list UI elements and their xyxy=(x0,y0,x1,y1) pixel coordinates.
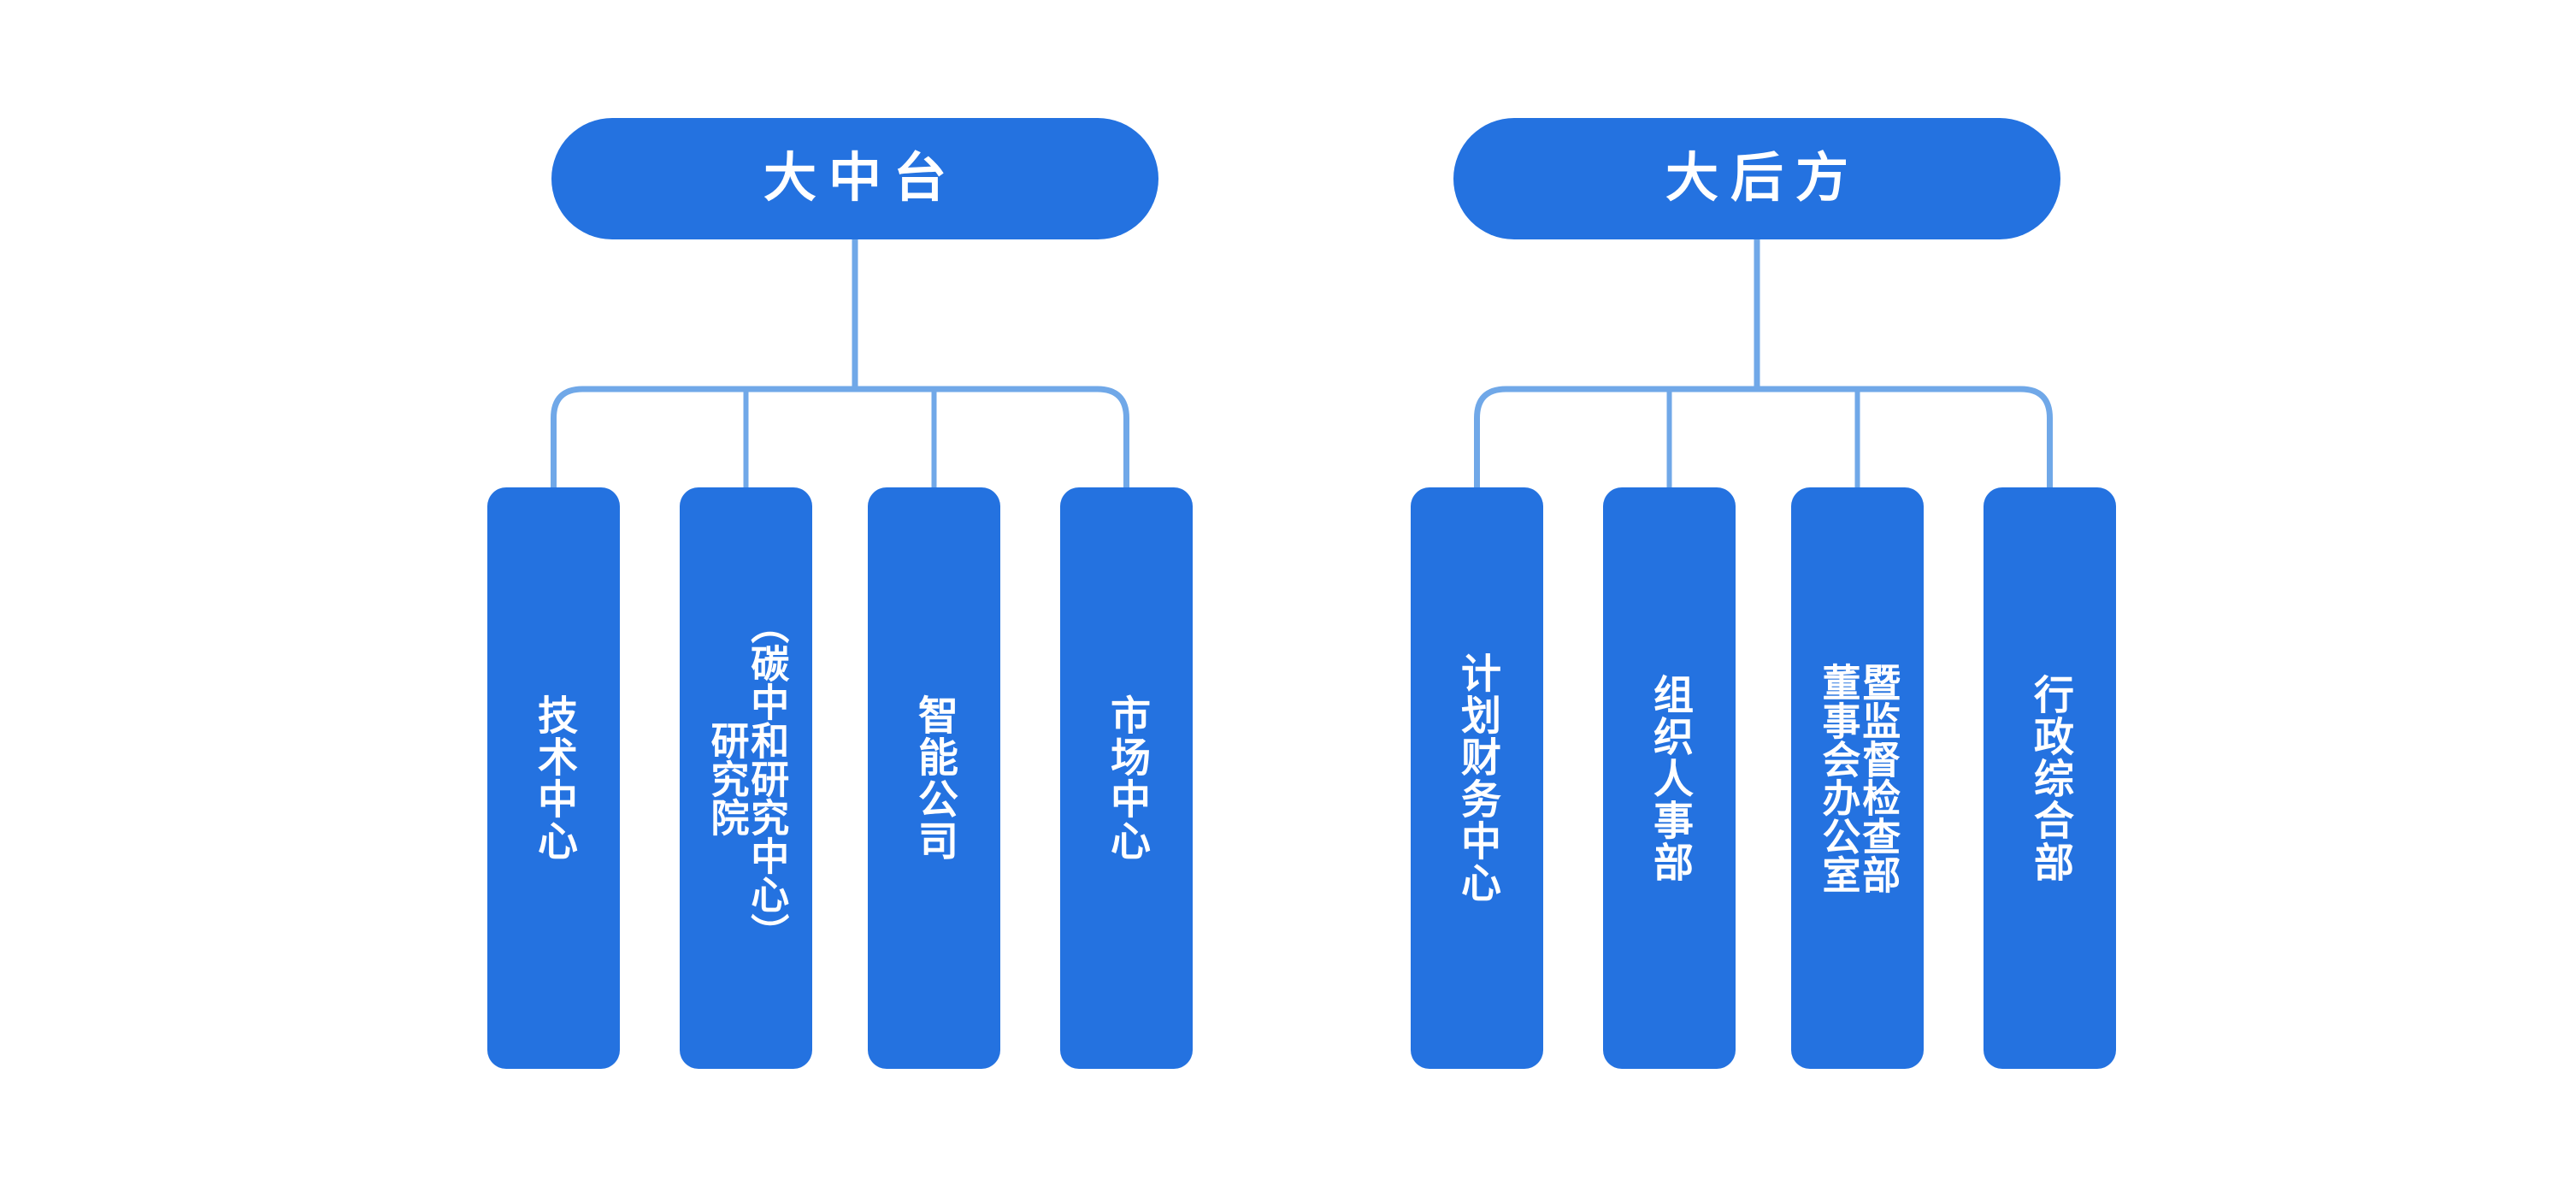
leaf-node[interactable]: 技术中心 xyxy=(487,487,620,1069)
leaf-node-label: 计划财务中心 xyxy=(1454,652,1500,904)
leaf-node-label: 研究院 xyxy=(704,720,749,836)
leaf-node-label: 组织人事部 xyxy=(1647,673,1693,883)
leaf-node-label: 董事会办公室 xyxy=(1816,663,1860,894)
leaf-node-label: 暨监督检查部 xyxy=(1856,663,1901,894)
leaf-node[interactable]: 市场中心 xyxy=(1060,487,1193,1069)
root-node-houfang[interactable]: 大后方 xyxy=(1453,118,2060,239)
leaf-node[interactable]: 暨监督检查部董事会办公室 xyxy=(1791,487,1924,1069)
leaf-node[interactable]: 智能公司 xyxy=(868,487,1000,1069)
leaf-node-label: 市场中心 xyxy=(1104,694,1150,862)
root-node-label: 大中台 xyxy=(763,149,958,208)
leaf-node[interactable]: 行政综合部 xyxy=(1984,487,2116,1069)
leaf-node[interactable]: 计划财务中心 xyxy=(1411,487,1543,1069)
leaf-node-label: 行政综合部 xyxy=(2027,673,2073,883)
root-node-label: 大后方 xyxy=(1665,149,1860,208)
leaf-node-label: 技术中心 xyxy=(531,694,577,862)
leaf-node-label: （碳中和研究中心） xyxy=(745,605,789,952)
leaf-node-label: 智能公司 xyxy=(911,694,958,862)
leaf-node[interactable]: 组织人事部 xyxy=(1603,487,1736,1069)
root-node-zhongtai[interactable]: 大中台 xyxy=(551,118,1158,239)
leaf-node[interactable]: （碳中和研究中心）研究院 xyxy=(680,487,812,1069)
